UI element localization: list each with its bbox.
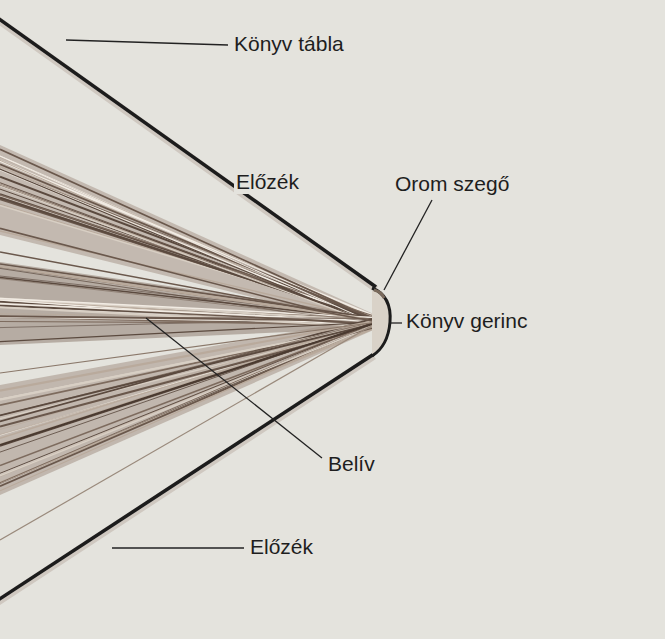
leader-line xyxy=(384,200,432,290)
headband xyxy=(374,290,384,298)
page-stroke xyxy=(0,317,378,319)
book-cover xyxy=(0,16,376,287)
page-stroke xyxy=(0,316,378,321)
page-bundle xyxy=(0,316,378,495)
cover-edge xyxy=(0,356,374,604)
leader-line xyxy=(390,322,402,323)
part-label: Belív xyxy=(326,452,377,476)
page-stroke xyxy=(0,320,378,482)
page-stroke xyxy=(0,252,378,322)
page-stroke xyxy=(0,321,378,391)
page-stroke xyxy=(0,320,378,444)
book-spine xyxy=(372,288,390,356)
page-stroke xyxy=(0,198,378,322)
leader-line xyxy=(66,40,228,45)
page-stroke xyxy=(0,299,378,318)
page-stroke xyxy=(0,160,378,327)
page-stroke xyxy=(0,303,378,324)
part-label: Előzék xyxy=(234,170,301,194)
page-stroke xyxy=(0,279,378,323)
leader-line xyxy=(146,318,322,458)
page-stroke xyxy=(0,319,378,429)
page-stroke xyxy=(0,323,378,447)
page-stroke xyxy=(0,266,378,320)
page-stroke xyxy=(0,323,378,484)
page-stroke xyxy=(0,198,378,321)
page-stroke xyxy=(0,156,378,322)
page-stroke xyxy=(0,322,378,445)
part-label: Könyv tábla xyxy=(232,32,346,56)
leader-line xyxy=(112,547,244,548)
page-stroke xyxy=(0,156,378,325)
page-stroke xyxy=(0,307,378,327)
page-stroke xyxy=(0,320,378,439)
page-stroke xyxy=(0,322,378,373)
page-stroke xyxy=(0,186,378,326)
part-label: Orom szegő xyxy=(393,172,511,196)
page-stroke xyxy=(0,323,378,475)
part-label: Előzék xyxy=(248,535,315,559)
page-stroke xyxy=(0,323,378,491)
page-stroke xyxy=(0,149,378,321)
book-cover xyxy=(0,354,374,602)
page-stroke xyxy=(0,319,378,477)
page-stroke xyxy=(0,317,378,421)
page-stroke xyxy=(0,268,378,325)
page-stroke xyxy=(0,322,378,540)
page-stroke xyxy=(0,267,378,320)
part-label: Könyv gerinc xyxy=(404,309,529,333)
page-stroke xyxy=(0,321,378,473)
